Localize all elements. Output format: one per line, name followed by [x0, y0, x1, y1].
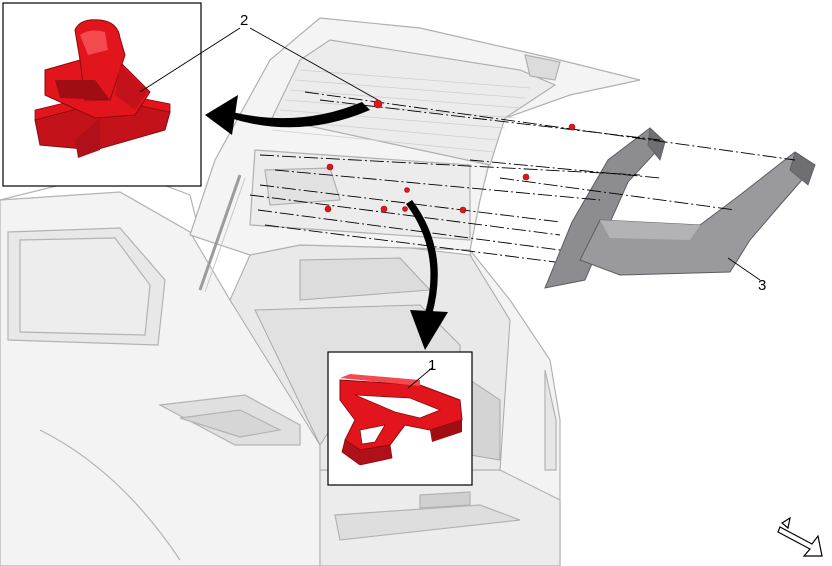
callout-2: 2	[240, 12, 248, 29]
callout-3: 3	[758, 277, 766, 294]
clip-marker	[380, 205, 388, 213]
clip-marker	[324, 205, 332, 213]
clip-marker	[404, 187, 410, 193]
detail-inset-clip-2	[2, 2, 202, 187]
clip-2-part	[34, 19, 171, 158]
alignment-lines	[249, 91, 796, 263]
clip-marker	[522, 173, 530, 181]
clip-marker	[326, 163, 334, 171]
callout-1: 1	[428, 357, 436, 374]
clip-1-part	[339, 374, 463, 466]
clip-marker	[373, 99, 383, 109]
clip-marker	[402, 206, 408, 212]
liftgate	[189, 17, 641, 293]
clip-marker	[568, 123, 576, 131]
leader-lines	[139, 27, 761, 389]
clip-marker	[459, 206, 467, 214]
vehicle-body	[0, 179, 561, 566]
arrow-to-clip-1-inset	[406, 200, 438, 315]
trim-panel-assembly	[544, 127, 816, 289]
direction-arrow-icon	[777, 516, 823, 557]
pointer-arrows	[205, 95, 448, 350]
detail-inset-clip-1	[327, 351, 473, 486]
arrow-to-clip-2-inset	[230, 102, 370, 128]
clip-locations	[324, 99, 576, 214]
